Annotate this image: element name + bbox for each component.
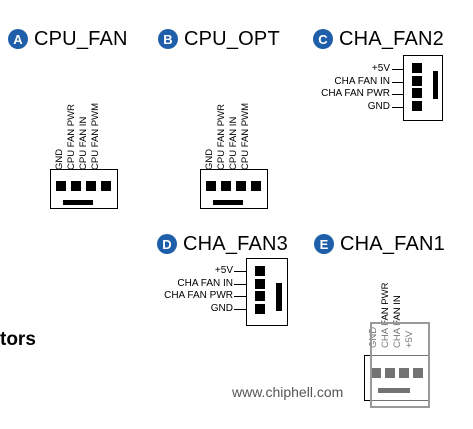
header-cha-fan3: D CHA_FAN3 bbox=[157, 231, 288, 257]
cpu-fan-connector bbox=[50, 169, 118, 209]
lead-line bbox=[234, 309, 246, 310]
lead-line bbox=[392, 107, 404, 108]
badge-e: E bbox=[314, 234, 334, 254]
pin bbox=[412, 101, 422, 111]
cha-fan3-pin-labels: +5V CHA FAN IN CHA FAN PWR GND bbox=[130, 265, 233, 315]
cha-fan3-connector bbox=[246, 258, 288, 326]
pin-label-5v: +5V bbox=[214, 265, 233, 276]
title-cha-fan2: CHA_FAN2 bbox=[339, 27, 444, 50]
pin bbox=[71, 181, 81, 191]
pin-label-cha-fan-in: CHA FAN IN bbox=[177, 277, 233, 289]
cha-fan2-connector bbox=[403, 55, 443, 121]
pin bbox=[399, 368, 409, 378]
pin-label-cpu-fan-pwm: CPU FAN PWM bbox=[90, 102, 101, 170]
pin-label-cpu-fan-in: CPU FAN IN bbox=[78, 116, 89, 170]
title-cpu-opt: CPU_OPT bbox=[184, 27, 280, 50]
pin bbox=[413, 368, 423, 378]
title-cpu-fan: CPU_FAN bbox=[34, 27, 128, 50]
connector-key bbox=[276, 283, 282, 311]
pin-label-5v: +5V bbox=[371, 63, 390, 74]
pin bbox=[255, 304, 265, 314]
title-cha-fan3: CHA_FAN3 bbox=[183, 232, 288, 255]
pin-label-gnd: GND bbox=[204, 148, 215, 170]
badge-a: A bbox=[8, 29, 28, 49]
pin bbox=[56, 181, 66, 191]
pin bbox=[86, 181, 96, 191]
pin bbox=[385, 368, 395, 378]
pin-label-cpu-fan-pwm: CPU FAN PWM bbox=[240, 102, 251, 170]
lead-line bbox=[234, 271, 246, 272]
pin-label-cha-fan-pwr: CHA FAN PWR bbox=[164, 290, 233, 302]
pin-label-cha-fan-pwr: CHA FAN PWR bbox=[321, 88, 390, 100]
pin bbox=[236, 181, 246, 191]
cut-off-heading: tors bbox=[0, 329, 36, 350]
header-cpu-fan: A CPU_FAN bbox=[8, 26, 128, 52]
badge-b: B bbox=[158, 29, 178, 49]
header-cha-fan1: E CHA_FAN1 bbox=[314, 231, 445, 257]
badge-d: D bbox=[157, 234, 177, 254]
pin bbox=[221, 181, 231, 191]
pin bbox=[206, 181, 216, 191]
connector-key bbox=[63, 200, 93, 205]
connector-key bbox=[433, 71, 438, 99]
pin-label-gnd: GND bbox=[210, 302, 233, 314]
watermark-logo bbox=[370, 322, 430, 408]
pin-label-gnd: GND bbox=[54, 148, 65, 170]
connector-key bbox=[378, 388, 410, 393]
pin-label-gnd: GND bbox=[367, 100, 390, 112]
connector-key bbox=[213, 200, 243, 205]
cpu-opt-connector bbox=[200, 169, 268, 209]
pin-label-cpu-fan-pwr: CPU FAN PWR bbox=[216, 104, 227, 170]
cpu-opt-pin-labels: GND CPU FAN PWR CPU FAN IN CPU FAN PWM bbox=[204, 60, 252, 170]
lead-line bbox=[392, 82, 404, 83]
pin bbox=[251, 181, 261, 191]
pin-label-cpu-fan-in: CPU FAN IN bbox=[228, 116, 239, 170]
lead-line bbox=[392, 69, 404, 70]
pin bbox=[371, 368, 381, 378]
lead-line bbox=[392, 94, 404, 95]
badge-c: C bbox=[313, 29, 333, 49]
pin bbox=[101, 181, 111, 191]
pin-label-cha-fan-in: CHA FAN IN bbox=[334, 75, 390, 87]
header-cpu-opt: B CPU_OPT bbox=[158, 26, 280, 52]
pin bbox=[255, 266, 265, 276]
pin bbox=[412, 88, 422, 98]
watermark-text: www.chiphell.com bbox=[232, 384, 344, 400]
title-cha-fan1: CHA_FAN1 bbox=[340, 232, 445, 255]
lead-line bbox=[234, 296, 246, 297]
pin bbox=[255, 291, 265, 301]
header-cha-fan2: C CHA_FAN2 bbox=[313, 26, 444, 52]
pin bbox=[255, 279, 265, 289]
pin bbox=[412, 76, 422, 86]
pin bbox=[412, 63, 422, 73]
cpu-fan-pin-labels: GND CPU FAN PWR CPU FAN IN CPU FAN PWM bbox=[54, 60, 102, 170]
lead-line bbox=[234, 284, 246, 285]
cha-fan2-pin-labels: +5V CHA FAN IN CHA FAN PWR GND bbox=[290, 63, 390, 113]
cha-fan1-connector bbox=[364, 355, 430, 401]
pin-label-cpu-fan-pwr: CPU FAN PWR bbox=[66, 104, 77, 170]
